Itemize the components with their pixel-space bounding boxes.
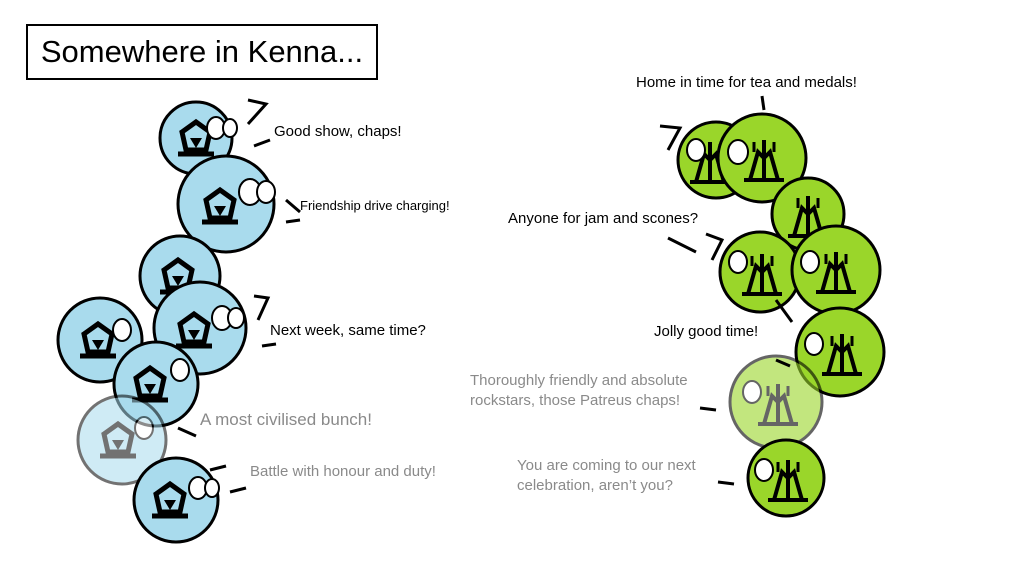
quote-friendship-drive: Friendship drive charging! bbox=[300, 198, 450, 213]
quote-jolly-good-time: Jolly good time! bbox=[654, 323, 759, 340]
blue-ball bbox=[132, 456, 220, 544]
green-ball bbox=[790, 224, 882, 316]
quote-good-show: Good show, chaps! bbox=[274, 123, 402, 140]
green-ball bbox=[718, 230, 802, 314]
quote-jam-and-scones: Anyone for jam and scones? bbox=[508, 210, 699, 227]
blue-ball bbox=[176, 154, 276, 254]
quote-battle-honour: Battle with honour and duty! bbox=[250, 463, 436, 480]
quote-next-celebration: You are coming to our next celebration, … bbox=[517, 457, 696, 494]
speech-marks-right bbox=[659, 95, 794, 486]
green-ball-faded bbox=[728, 354, 824, 450]
green-ball bbox=[716, 112, 808, 204]
quote-next-week: Next week, same time? bbox=[270, 322, 426, 339]
quote-tea-and-medals: Home in time for tea and medals! bbox=[636, 74, 857, 91]
scene-title: Somewhere in Kenna... bbox=[26, 24, 378, 80]
speech-marks-left bbox=[177, 98, 301, 494]
green-ball bbox=[746, 438, 826, 518]
quote-patreus-chaps: Thoroughly friendly and absolute rocksta… bbox=[470, 372, 688, 409]
green-ball bbox=[794, 306, 886, 398]
blue-ball-faded bbox=[76, 394, 168, 486]
quote-civilised-bunch: A most civilised bunch! bbox=[200, 410, 372, 429]
